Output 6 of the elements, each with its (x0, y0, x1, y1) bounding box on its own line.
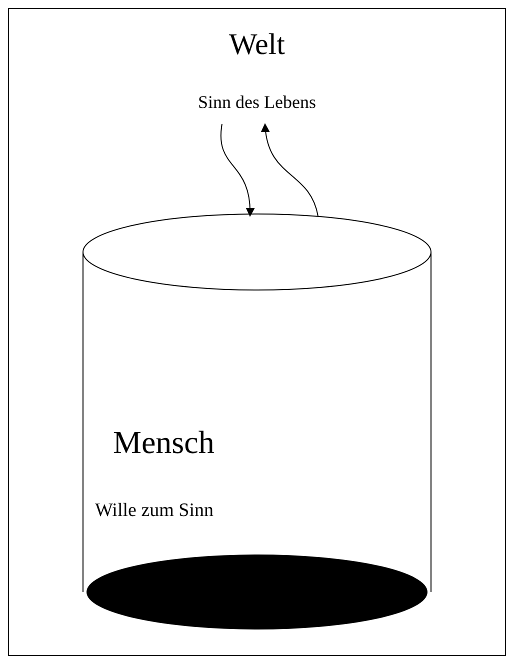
heading-text: Mensch (113, 424, 214, 461)
curved-arrow (261, 123, 318, 216)
subtitle-text: Sinn des Lebens (198, 92, 316, 113)
curved-arrow (220, 124, 254, 217)
heading-text: Welt (229, 28, 285, 62)
subtitle-text: Wille zum Sinn (95, 500, 214, 522)
